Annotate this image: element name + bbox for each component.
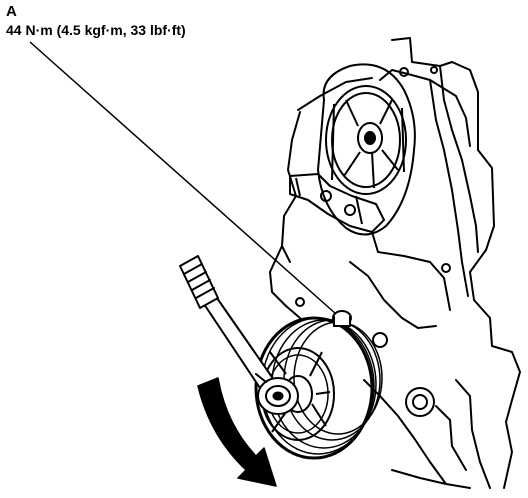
torque-specification-label: 44 N·m (4.5 kgf·m, 33 lbf·ft)	[6, 22, 186, 38]
engine-block	[269, 37, 521, 489]
socket-wrench	[179, 255, 299, 415]
bolt-a	[332, 310, 352, 327]
callout-leader-line	[29, 41, 337, 315]
tensioner-bracket	[289, 173, 385, 233]
timing-belt-pulley	[317, 63, 416, 236]
callout-letter-a: A	[6, 3, 17, 20]
curved-arrow-down-icon	[197, 377, 277, 487]
